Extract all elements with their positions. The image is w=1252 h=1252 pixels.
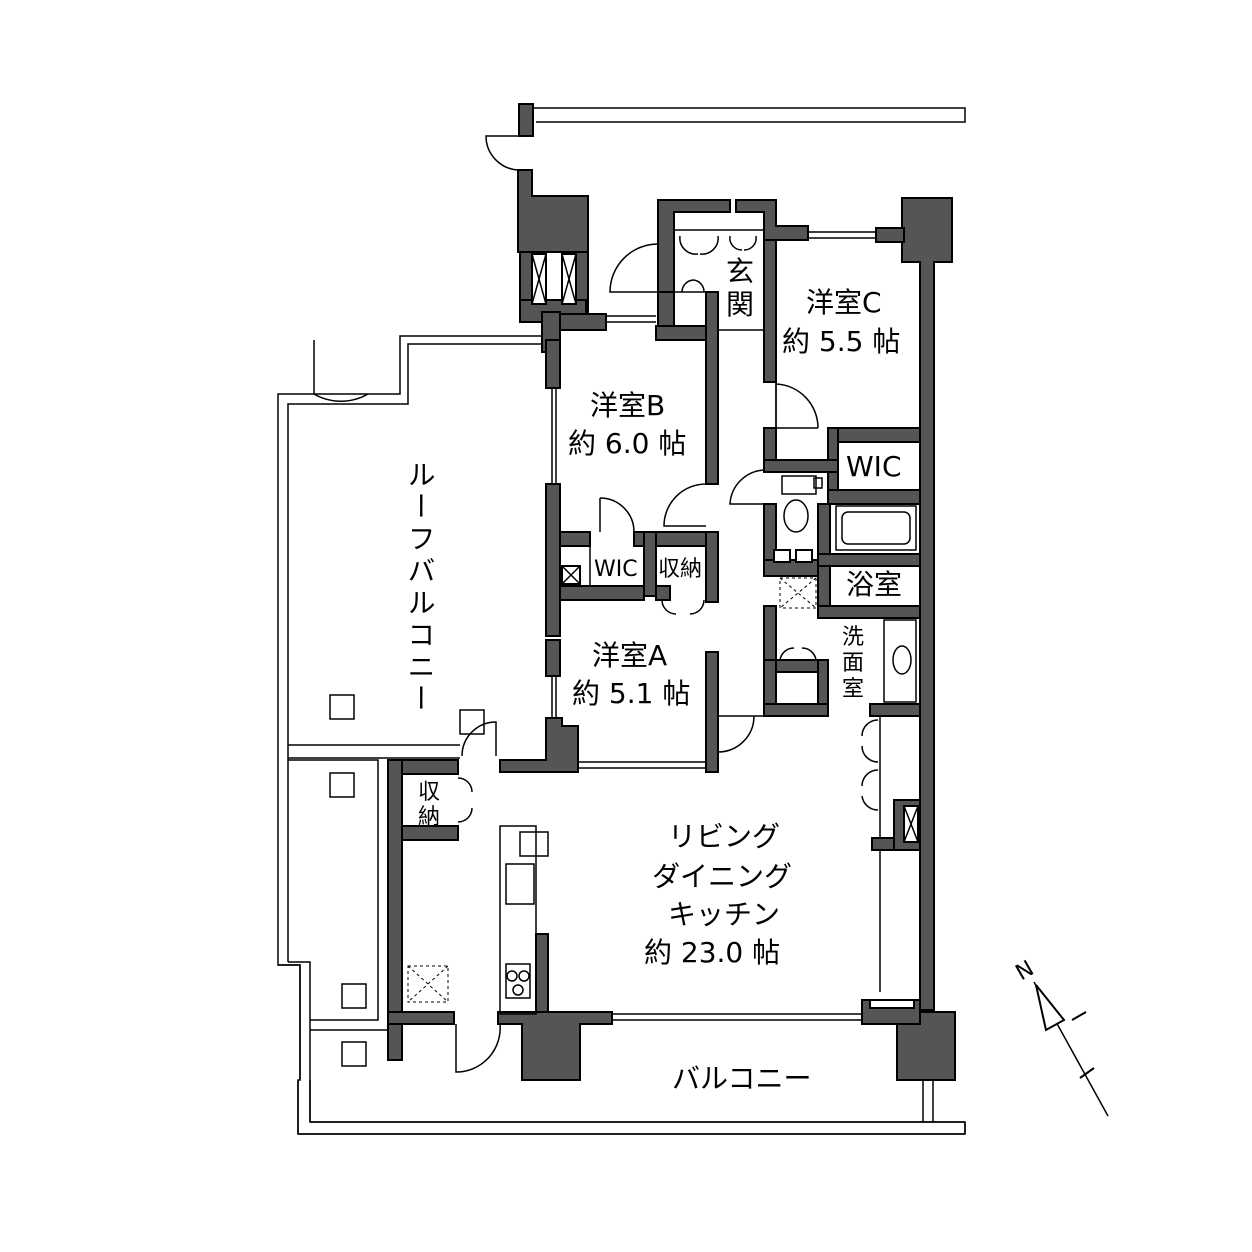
- room-c-size: 約 5.5 帖: [782, 325, 900, 358]
- roof-balcony-label: ルーフバルコニー: [404, 460, 437, 716]
- doors: [313, 135, 879, 1073]
- wic-b-label: WIC: [594, 557, 638, 582]
- wic-c-label: WIC: [846, 450, 902, 483]
- room-outlines: [407, 229, 921, 1021]
- wall-openings: [531, 253, 919, 1009]
- north-label: N: [1012, 956, 1039, 986]
- storage-ldk-label-2: 納: [418, 805, 440, 830]
- ldk-label-3: キッチン: [668, 898, 780, 931]
- storage-b-label: 収納: [658, 557, 702, 582]
- room-labels: ルーフバルコニー 洋室B 約 6.0 帖 洋室C 約 5.5 帖 洋室A 約 5…: [404, 255, 903, 1095]
- room-a-name: 洋室A: [592, 639, 667, 672]
- room-a-size: 約 5.1 帖: [572, 677, 690, 710]
- ldk-label-2: ダイニング: [652, 860, 792, 893]
- room-b-size: 約 6.0 帖: [568, 427, 686, 460]
- structural-columns: [497, 103, 956, 1081]
- storage-ldk-label-1: 収: [418, 780, 440, 805]
- drain-squares: [329, 694, 485, 1067]
- ldk-size: 約 23.0 帖: [644, 936, 780, 969]
- room-b-name: 洋室B: [590, 389, 665, 422]
- washroom-label-3: 室: [842, 677, 864, 702]
- entrance-label-1: 玄: [726, 255, 754, 288]
- north-arrow: N: [1012, 956, 1109, 1117]
- washroom-label-1: 洗: [842, 625, 864, 650]
- balcony-outline: [277, 107, 966, 1135]
- ldk-label-1: リビング: [668, 820, 780, 853]
- entrance-label-2: 関: [726, 288, 754, 321]
- room-c-name: 洋室C: [806, 286, 882, 319]
- bath-label: 浴室: [846, 568, 902, 601]
- balcony-label: バルコニー: [672, 1062, 811, 1095]
- washroom-label-2: 面: [842, 651, 864, 676]
